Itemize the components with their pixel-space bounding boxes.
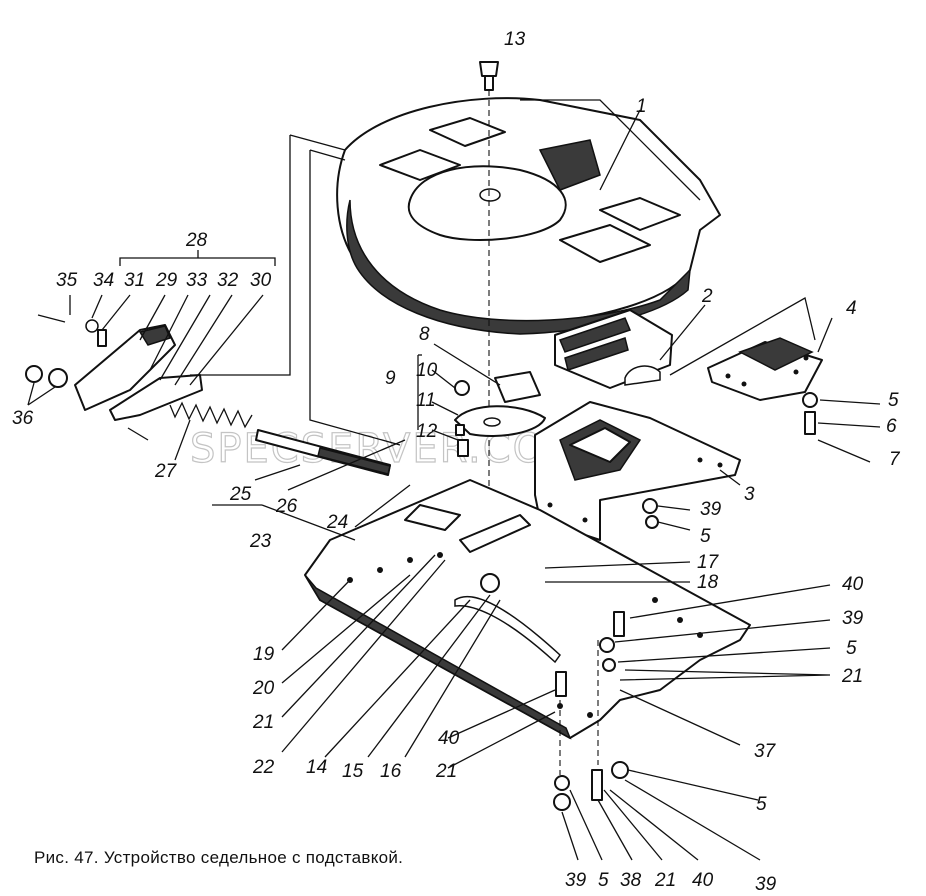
callout-14: 14 [306,757,327,778]
callout-15: 15 [342,761,364,782]
figure-caption: Рис. 47. Устройство седельное с подставк… [34,848,404,867]
nut-washer-mid [642,498,659,529]
leader-lines [27,109,881,861]
callout-5: 5 [700,526,711,547]
callout-2: 2 [701,286,713,307]
bracket-4 [707,337,823,401]
callout-22: 22 [252,757,275,778]
callout-33: 33 [186,270,208,291]
callout-28: 28 [185,230,208,251]
callout-24: 24 [326,512,348,533]
callout-5: 5 [846,638,857,659]
callout-7: 7 [889,449,901,470]
callout-19: 19 [253,644,275,665]
callout-40: 40 [438,728,460,749]
callout-21: 21 [654,870,676,891]
callout-40: 40 [692,870,714,891]
bolt-set-right [802,392,871,463]
base-plate [304,479,751,740]
callout-10: 10 [416,360,438,381]
handle-assembly-28 [25,314,203,441]
callout-40: 40 [842,574,864,595]
callout-8: 8 [419,324,430,345]
rod-25-26-spring-27 [169,401,391,476]
callout-32: 32 [217,270,239,291]
callout-29: 29 [155,270,178,291]
callout-5: 5 [756,794,767,815]
callout-6: 6 [886,416,897,437]
callout-34: 34 [93,270,114,291]
callout-23: 23 [249,531,272,552]
callout-11: 11 [416,390,436,411]
callout-16: 16 [380,761,402,782]
callout-1: 1 [636,96,647,117]
callout-38: 38 [620,870,642,891]
callout-39: 39 [755,874,777,895]
callout-13: 13 [504,29,526,50]
fifth-wheel-plate [336,97,721,335]
callout-30: 30 [250,270,272,291]
callout-9: 9 [385,368,396,389]
bracket-2 [554,309,673,389]
callout-21: 21 [841,666,863,687]
callout-12: 12 [416,421,438,442]
callout-21: 21 [252,712,274,733]
callout-25: 25 [229,484,252,505]
callout-4: 4 [846,298,857,319]
callout-37: 37 [754,741,777,762]
callout-20: 20 [252,678,275,699]
callout-39: 39 [700,499,722,520]
callout-3: 3 [744,484,755,505]
callout-26: 26 [275,496,298,517]
callout-39: 39 [565,870,587,891]
callout-17: 17 [697,552,720,573]
callout-5: 5 [888,390,899,411]
nut-16 [480,573,500,593]
lock-parts-8-12 [454,371,546,457]
callout-39: 39 [842,608,864,629]
callout-31: 31 [124,270,145,291]
support-3 [534,401,741,541]
callout-27: 27 [154,461,178,482]
callout-21: 21 [435,761,457,782]
callout-5: 5 [598,870,609,891]
callout-labels: 1 2 3 4 5 6 7 39 5 17 18 40 39 5 21 37 5… [12,29,901,895]
callout-35: 35 [56,270,78,291]
bolt-40-set [553,611,629,811]
callout-18: 18 [697,572,719,593]
callout-36: 36 [12,408,34,429]
